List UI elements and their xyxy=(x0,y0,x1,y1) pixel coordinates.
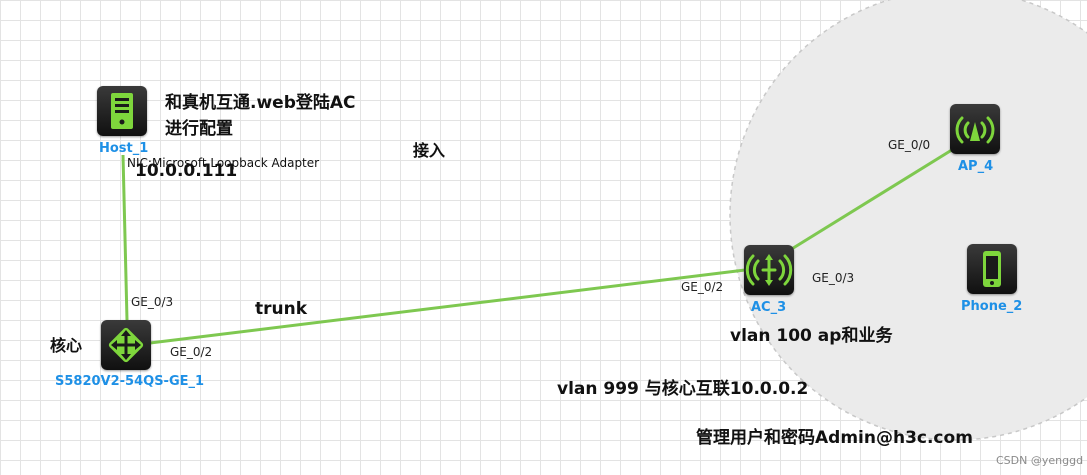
port-ac-right: GE_0/3 xyxy=(812,271,855,285)
link-core-ac[interactable] xyxy=(149,268,746,345)
ac-label: AC_3 xyxy=(751,300,787,315)
port-core-up: GE_0/3 xyxy=(131,295,174,309)
vlan999-note: vlan 999 与核心互联10.0.0.2 xyxy=(557,379,809,399)
host-ip-label: 10.0.0.111 xyxy=(135,161,238,181)
access-note: 接入 xyxy=(413,141,446,160)
watermark: CSDN @yenggd xyxy=(996,454,1084,467)
server-icon xyxy=(111,93,133,129)
phone-icon xyxy=(983,251,1001,287)
wireless-controller-icon xyxy=(745,254,793,286)
port-core-right: GE_0/2 xyxy=(170,345,213,359)
ac-device[interactable] xyxy=(744,245,794,295)
phone-device[interactable] xyxy=(967,244,1017,294)
host-label: Host_1 xyxy=(99,141,149,156)
ap-device[interactable] xyxy=(950,104,1000,154)
host-note-line2: 进行配置 xyxy=(165,119,233,139)
phone-label: Phone_2 xyxy=(961,299,1023,314)
port-ac-left: GE_0/2 xyxy=(681,280,724,294)
core-switch-label: S5820V2-54QS-GE_1 xyxy=(55,374,205,389)
admin-note: 管理用户和密码Admin@h3c.com xyxy=(696,428,973,448)
host-note-line1: 和真机互通.web登陆AC xyxy=(165,93,356,113)
core-note: 核心 xyxy=(50,336,83,355)
ap-label: AP_4 xyxy=(958,159,994,174)
switch-icon xyxy=(108,327,144,363)
trunk-note: trunk xyxy=(255,299,308,319)
port-ap: GE_0/0 xyxy=(888,138,931,152)
vlan100-note: vlan 100 ap和业务 xyxy=(730,326,893,346)
link-host-core[interactable] xyxy=(121,154,129,321)
access-point-icon xyxy=(955,116,995,144)
core-switch-device[interactable] xyxy=(101,320,151,370)
host-device[interactable] xyxy=(97,86,147,136)
link-ac-ap[interactable] xyxy=(789,146,956,252)
host-interface-label: NIC:Microsoft Loopback Adapter xyxy=(127,156,320,170)
